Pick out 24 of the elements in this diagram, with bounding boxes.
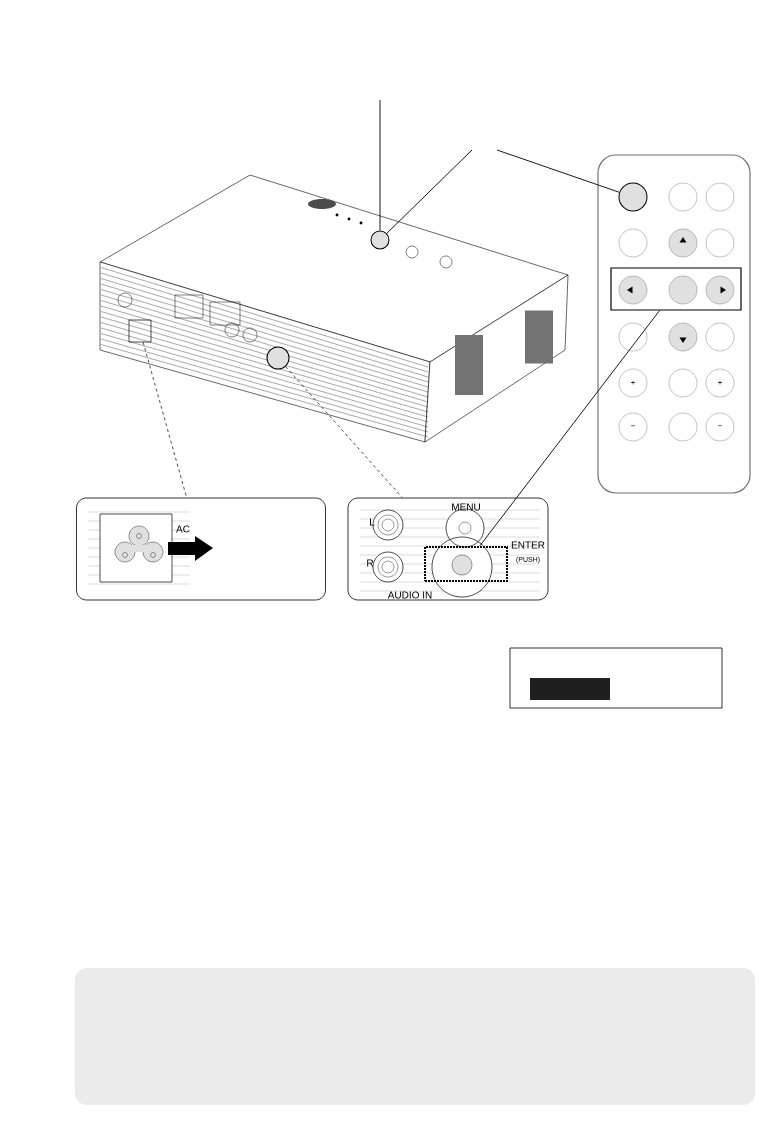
button-symbol: + — [718, 380, 722, 385]
power-button — [618, 182, 648, 212]
inset-panel — [76, 497, 326, 601]
leader-line — [386, 149, 473, 234]
leader-line — [479, 310, 660, 547]
leader-line — [379, 99, 381, 231]
panel-label: ENTER — [511, 541, 545, 549]
panel-label: AC — [176, 525, 190, 533]
panel-label: AUDIO IN — [387, 591, 432, 599]
dashed-leader-line — [285, 366, 403, 498]
highlight-box — [610, 267, 742, 311]
inset-panel — [347, 497, 549, 601]
highlight-box — [424, 546, 508, 582]
audio-port — [266, 346, 290, 370]
button-symbol: − — [631, 425, 635, 427]
panel-label: L — [370, 518, 375, 526]
panel-label: R — [367, 559, 374, 567]
dashed-leader-line — [142, 342, 187, 498]
panel-label: MENU — [452, 503, 480, 511]
button-symbol: − — [718, 425, 722, 427]
button-symbol: + — [631, 380, 635, 385]
ac-inlet — [128, 319, 152, 343]
power-button — [370, 230, 390, 250]
leader-line — [496, 149, 620, 193]
